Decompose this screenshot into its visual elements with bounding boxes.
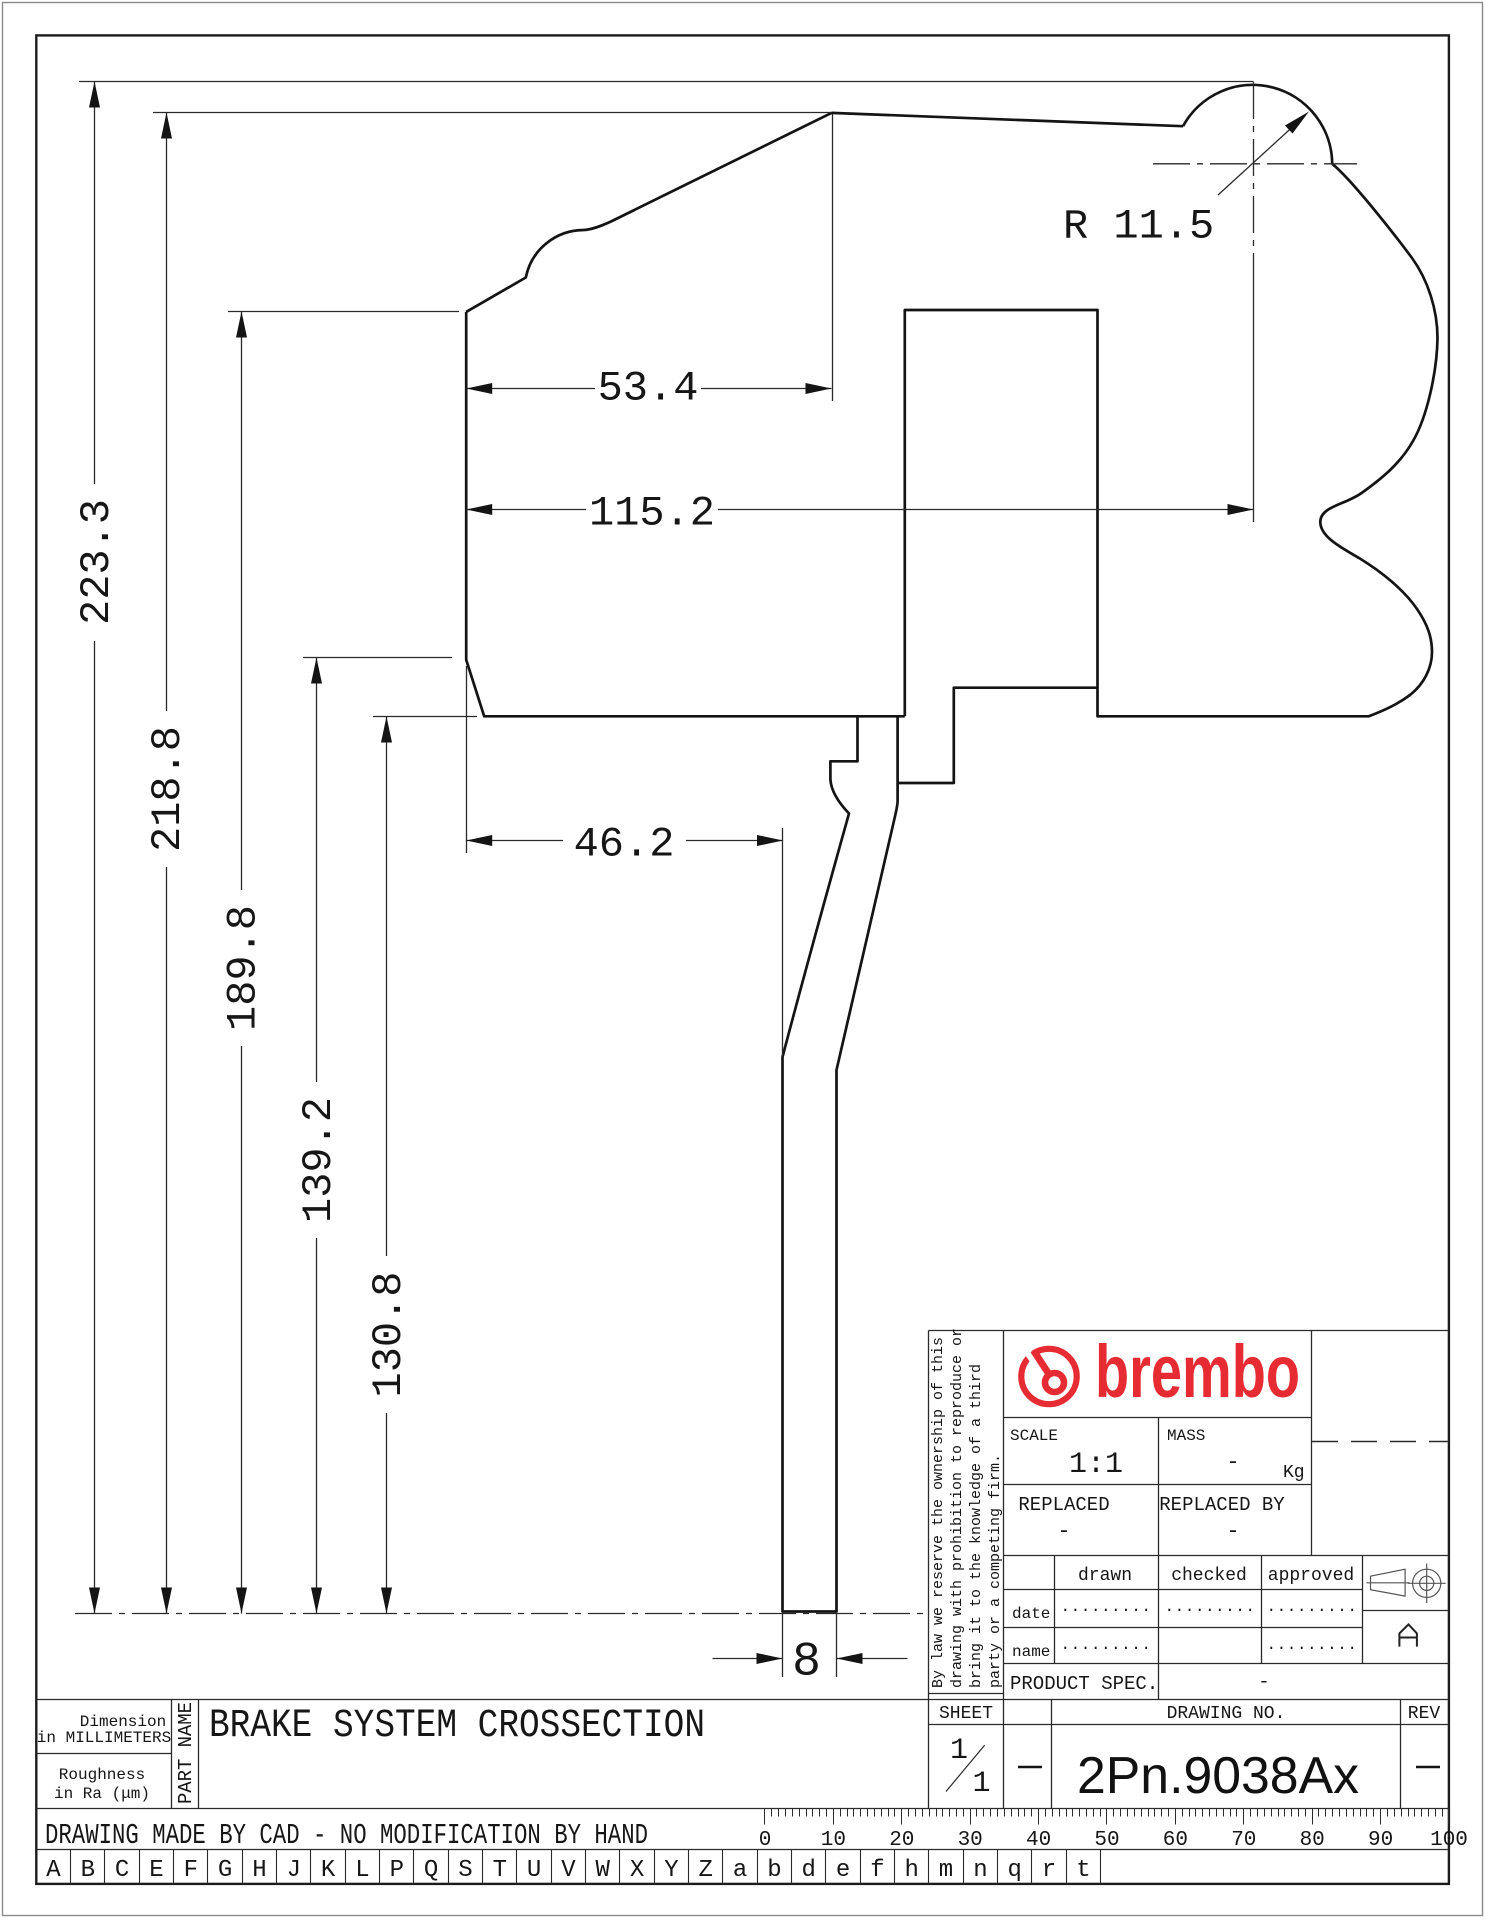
svg-text:100: 100 [1430, 1829, 1468, 1852]
svg-text:A: A [46, 1857, 61, 1884]
svg-text:1: 1 [972, 1767, 990, 1801]
svg-text:q: q [1007, 1857, 1021, 1884]
svg-text:P: P [390, 1857, 404, 1884]
svg-text:brembo: brembo [1095, 1330, 1300, 1413]
svg-text:SCALE: SCALE [1010, 1427, 1058, 1445]
svg-text:218.8: 218.8 [144, 726, 192, 852]
svg-text:.........: ......... [1061, 1636, 1152, 1654]
svg-text:1:1: 1:1 [1069, 1448, 1123, 1482]
svg-text:139.2: 139.2 [295, 1097, 343, 1223]
svg-text:Kg: Kg [1283, 1463, 1305, 1483]
svg-text:h: h [904, 1857, 918, 1884]
svg-text:.........: ......... [1165, 1598, 1256, 1616]
svg-text:1: 1 [950, 1734, 968, 1768]
svg-text:W: W [595, 1857, 610, 1884]
svg-text:90: 90 [1368, 1829, 1393, 1852]
svg-text:Dimension: Dimension [80, 1713, 166, 1731]
svg-text:8: 8 [792, 1636, 821, 1690]
svg-text:m: m [939, 1857, 953, 1884]
svg-text:BRAKE SYSTEM CROSSECTION: BRAKE SYSTEM CROSSECTION [209, 1704, 705, 1749]
svg-text:53.4: 53.4 [598, 365, 699, 413]
svg-text:2Pn.9038Ax: 2Pn.9038Ax [1077, 1747, 1359, 1805]
svg-text:80: 80 [1300, 1829, 1325, 1852]
svg-text:DRAWING NO.: DRAWING NO. [1167, 1704, 1286, 1724]
svg-text:40: 40 [1026, 1829, 1051, 1852]
svg-text:d: d [801, 1857, 815, 1884]
svg-text:-: - [1057, 1519, 1070, 1544]
svg-text:b: b [767, 1857, 781, 1884]
svg-text:PRODUCT SPEC.: PRODUCT SPEC. [1010, 1673, 1158, 1695]
svg-text:.........: ......... [1267, 1598, 1358, 1616]
svg-text:Z: Z [698, 1857, 712, 1884]
svg-text:bring it to the knowledge of a: bring it to the knowledge of a third [968, 1364, 985, 1688]
svg-text:30: 30 [958, 1829, 983, 1852]
svg-text:DRAWING MADE BY CAD - NO MODIF: DRAWING MADE BY CAD - NO MODIFICATION BY… [45, 1819, 648, 1852]
svg-text:Q: Q [424, 1857, 438, 1884]
svg-text:10: 10 [821, 1829, 846, 1852]
svg-text:223.3: 223.3 [73, 499, 121, 625]
svg-text:50: 50 [1094, 1829, 1119, 1852]
svg-text:f: f [870, 1857, 884, 1884]
svg-text:0: 0 [759, 1829, 772, 1852]
svg-text:By law we reserve the ownershi: By law we reserve the ownership of this [930, 1337, 947, 1688]
svg-text:-: - [1226, 1450, 1239, 1475]
svg-text:C: C [115, 1857, 129, 1884]
svg-text:t: t [1076, 1857, 1090, 1884]
svg-text:SHEET: SHEET [939, 1704, 993, 1724]
svg-text:drawing with prohibition to re: drawing with prohibition to reproduce or [949, 1328, 966, 1688]
svg-text:H: H [252, 1857, 266, 1884]
svg-text:PART NAME: PART NAME [175, 1702, 197, 1804]
svg-text:L: L [355, 1857, 369, 1884]
svg-text:G: G [218, 1857, 232, 1884]
svg-text:Y: Y [664, 1857, 678, 1884]
svg-text:U: U [527, 1857, 541, 1884]
svg-text:X: X [630, 1857, 644, 1884]
svg-text:20: 20 [889, 1829, 914, 1852]
svg-text:60: 60 [1163, 1829, 1188, 1852]
svg-text:name: name [1012, 1643, 1050, 1661]
svg-text:n: n [973, 1857, 987, 1884]
svg-text:REV: REV [1408, 1704, 1441, 1724]
svg-text:J: J [287, 1857, 301, 1884]
svg-text:REPLACED BY: REPLACED BY [1159, 1494, 1285, 1516]
svg-text:.........: ......... [1267, 1636, 1358, 1654]
svg-text:115.2: 115.2 [589, 490, 715, 538]
svg-text:130.8: 130.8 [365, 1271, 413, 1397]
svg-text:-: - [1258, 1671, 1269, 1693]
svg-text:S: S [458, 1857, 472, 1884]
svg-text:46.2: 46.2 [574, 821, 675, 869]
svg-text:MASS: MASS [1167, 1427, 1205, 1445]
svg-text:-: - [1226, 1519, 1239, 1544]
svg-text:in Ra (μm): in Ra (μm) [54, 1785, 150, 1803]
svg-text:a: a [733, 1857, 747, 1884]
svg-text:approved: approved [1268, 1566, 1354, 1586]
svg-text:Roughness: Roughness [59, 1766, 145, 1784]
svg-text:E: E [149, 1857, 163, 1884]
svg-text:R 11.5: R 11.5 [1063, 203, 1214, 251]
svg-text:party or a competing firm.: party or a competing firm. [987, 1454, 1004, 1688]
svg-text:K: K [321, 1857, 336, 1884]
svg-text:date: date [1012, 1605, 1050, 1623]
svg-text:V: V [561, 1857, 576, 1884]
svg-text:checked: checked [1171, 1566, 1247, 1586]
svg-text:e: e [836, 1857, 850, 1884]
svg-text:189.8: 189.8 [220, 905, 268, 1031]
svg-text:r: r [1042, 1857, 1056, 1884]
svg-text:70: 70 [1231, 1829, 1256, 1852]
svg-text:T: T [493, 1857, 507, 1884]
svg-text:B: B [81, 1857, 95, 1884]
svg-text:.........: ......... [1061, 1598, 1152, 1616]
svg-text:in MILLIMETERS: in MILLIMETERS [37, 1729, 171, 1747]
svg-text:F: F [184, 1857, 198, 1884]
svg-text:REPLACED: REPLACED [1018, 1494, 1109, 1516]
svg-text:drawn: drawn [1078, 1566, 1132, 1586]
